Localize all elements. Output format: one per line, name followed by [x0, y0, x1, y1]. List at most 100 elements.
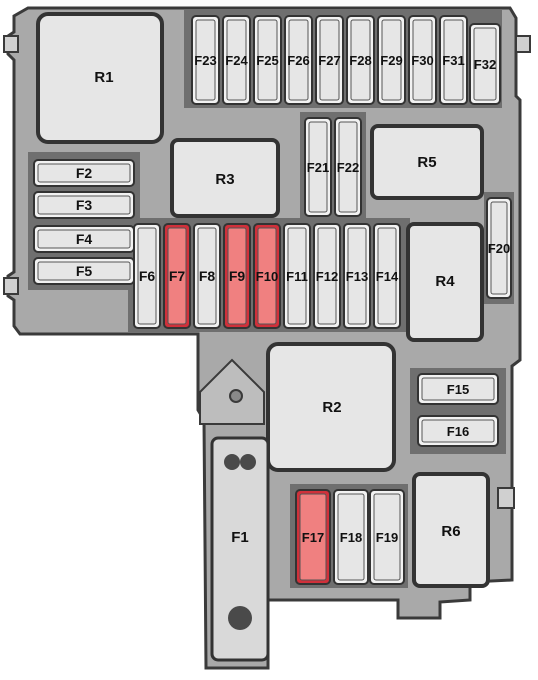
- fuse-f30-label: F30: [411, 53, 433, 68]
- fuse-f6-label: F6: [139, 268, 156, 284]
- fuse-f17-window: [299, 493, 327, 581]
- relay-r3-body: [170, 138, 280, 218]
- fuse-f27-window: [319, 19, 340, 101]
- relay-r3: R3: [170, 138, 280, 218]
- fuse-f14: F14: [373, 223, 401, 329]
- fuse-f7-label: F7: [169, 268, 186, 284]
- relay-r1: R1: [36, 12, 164, 144]
- fuse-f19-label: F19: [376, 530, 398, 545]
- relay-r6-body: [412, 472, 490, 588]
- relay-r5: R5: [370, 124, 484, 200]
- fuse-f4-label: F4: [76, 231, 93, 247]
- fuse-f18: F18: [333, 489, 369, 585]
- fuse-f9-window: [227, 227, 247, 325]
- fuse-f15-label: F15: [447, 382, 469, 397]
- fuse-f30: F30: [408, 15, 437, 105]
- fuse-f25-label: F25: [256, 53, 278, 68]
- fuse-f11-window: [287, 227, 307, 325]
- fuse-f3-window: [37, 195, 131, 215]
- fuse-f20-window: [490, 201, 508, 295]
- relay-r6-label: R6: [441, 523, 460, 540]
- relay-r6: R6: [412, 472, 490, 588]
- fuse-f20-label: F20: [488, 241, 510, 256]
- fuse-f1-terminal-top-right: [240, 454, 256, 470]
- fuse-f17: F17: [295, 489, 331, 585]
- fuse-f31-label: F31: [442, 53, 464, 68]
- fuse-f21-label: F21: [307, 160, 329, 175]
- fuse-f7-window: [167, 227, 187, 325]
- fuse-f5-window: [37, 261, 131, 281]
- fuse-f30-window: [412, 19, 433, 101]
- fuse-f25: F25: [253, 15, 282, 105]
- fuse-f8: F8: [193, 223, 221, 329]
- fuse-f23-window: [195, 19, 216, 101]
- fuse-f1-terminal-bottom: [228, 606, 252, 630]
- mounting-clip: [3, 35, 19, 53]
- fuse-f1-body: [210, 436, 270, 662]
- fuse-f7: F7: [163, 223, 191, 329]
- fuse-f3-label: F3: [76, 197, 93, 213]
- fuse-f14-window: [377, 227, 397, 325]
- fuse-f6: F6: [133, 223, 161, 329]
- fuse-f25-window: [257, 19, 278, 101]
- relay-r5-label: R5: [417, 154, 436, 171]
- fuse-f21: F21: [304, 117, 332, 217]
- fuse-f9-label: F9: [229, 268, 246, 284]
- fuse-f19-window: [373, 493, 401, 581]
- fuse-f27: F27: [315, 15, 344, 105]
- fuse-f28: F28: [346, 15, 375, 105]
- fuse-f8-window: [197, 227, 217, 325]
- fuse-f31-window: [443, 19, 464, 101]
- fuse-f6-window: [137, 227, 157, 325]
- relay-r2-body: [266, 342, 396, 472]
- fuse-f13: F13: [343, 223, 371, 329]
- fuse-f28-label: F28: [349, 53, 371, 68]
- fuse-f21-window: [308, 121, 328, 213]
- fuse-f4-window: [37, 229, 131, 249]
- fuse-f5-label: F5: [76, 263, 93, 279]
- fuse-f23: F23: [191, 15, 220, 105]
- fuse-f24-label: F24: [225, 53, 248, 68]
- fuse-f29-label: F29: [380, 53, 402, 68]
- fuse-f15: F15: [417, 373, 499, 405]
- fuse-f24-window: [226, 19, 247, 101]
- fuse-f13-label: F13: [346, 269, 368, 284]
- fuse-f28-window: [350, 19, 371, 101]
- fuse-f24: F24: [222, 15, 251, 105]
- fuse-f16-label: F16: [447, 424, 469, 439]
- fuse-f32-window: [473, 27, 497, 101]
- relay-r4: R4: [406, 222, 484, 342]
- fuse-f12-label: F12: [316, 269, 338, 284]
- fuse-f15-window: [421, 377, 495, 401]
- fuse-f16-window: [421, 419, 495, 443]
- fuse-f1-label: F1: [231, 529, 249, 546]
- fuse-f3: F3: [33, 191, 135, 219]
- fuse-f12-window: [317, 227, 337, 325]
- fuse-f10-label: F10: [256, 269, 278, 284]
- fuse-f13-window: [347, 227, 367, 325]
- fuse-f9: F9: [223, 223, 251, 329]
- fuse-f17-label: F17: [302, 530, 324, 545]
- fuse-f23-label: F23: [194, 53, 216, 68]
- fuse-f22-label: F22: [337, 160, 359, 175]
- fuse-f32-label: F32: [474, 57, 496, 72]
- fuse-f18-label: F18: [340, 530, 362, 545]
- fuse-f32: F32: [469, 23, 501, 105]
- relay-r4-label: R4: [435, 273, 455, 290]
- relay-r1-label: R1: [94, 69, 113, 86]
- relay-r2-label: R2: [322, 399, 341, 416]
- fuse-f2: F2: [33, 159, 135, 187]
- relay-r4-body: [406, 222, 484, 342]
- mounting-clip: [3, 277, 19, 295]
- relay-r2: R2: [266, 342, 396, 472]
- relay-r3-label: R3: [215, 171, 234, 188]
- relay-r1-body: [36, 12, 164, 144]
- fuse-f5: F5: [33, 257, 135, 285]
- fuse-f26: F26: [284, 15, 313, 105]
- fuse-f26-label: F26: [287, 53, 309, 68]
- fuse-f2-label: F2: [76, 165, 93, 181]
- fuse-f20: F20: [486, 197, 512, 299]
- fuse-f18-window: [337, 493, 365, 581]
